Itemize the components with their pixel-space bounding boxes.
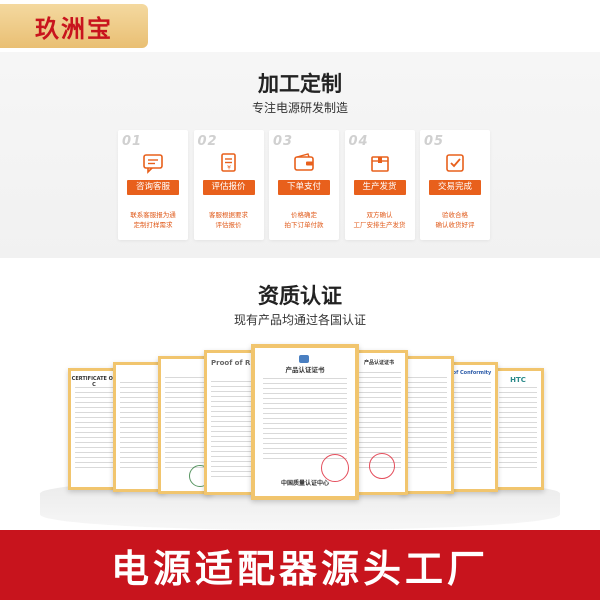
step-card-4: 04 生产发货 双方确认 工厂安排生产发货 <box>344 130 415 240</box>
certificate-image <box>113 362 165 492</box>
step-desc-line: 拍下订单付款 <box>284 221 324 229</box>
cert-section-title: 资质认证 <box>258 284 342 308</box>
step-label: 评估报价 <box>202 180 255 195</box>
step-label: 生产发货 <box>353 180 406 195</box>
cert-section-subtitle: 现有产品均通过各国认证 <box>233 313 366 327</box>
chat-icon <box>143 154 163 174</box>
certificate-image: CERTIFICATE OF C <box>68 368 120 490</box>
cert-header: 产品认证证书 <box>285 366 325 375</box>
step-number: 02 <box>197 134 218 149</box>
step-card-5: 05 交易完成 验收合格 确认收货好评 <box>420 130 490 240</box>
step-card-1: 01 咨询客服 联系客服报为通 定制打样需求 <box>118 130 188 240</box>
step-desc: 客服根据要求 评估报价 <box>194 210 264 230</box>
step-desc: 双方确认 工厂安排生产发货 <box>345 210 415 230</box>
step-label: 下单支付 <box>278 180 330 195</box>
certificate-image: of Conformity <box>446 362 498 492</box>
step-card-2: 02 ¥ 评估报价 客服根据要求 评估报价 <box>193 130 264 240</box>
certificate-image: 产品认证证书 中国质量认证中心 <box>251 344 359 500</box>
step-desc-line: 价格确定 <box>291 211 317 219</box>
cert-section: 资质认证 现有产品均通过各国认证 CERTIFICATE OF C Proof … <box>0 258 600 530</box>
step-desc: 验收合格 确认收货好评 <box>420 210 490 230</box>
step-desc-line: 联系客服报为通 <box>130 211 176 219</box>
cert-header: of Conformity <box>452 369 492 376</box>
cert-header: 产品认证证书 <box>363 359 394 366</box>
step-desc-line: 评估报价 <box>215 221 242 229</box>
step-desc-line: 客服根据要求 <box>209 211 248 219</box>
brand-name: 玖洲宝 <box>35 14 113 43</box>
cert-header: HTC <box>510 375 526 384</box>
custom-section-subtitle: 专注电源研发制造 <box>251 101 348 115</box>
check-icon <box>446 154 464 172</box>
step-number: 01 <box>122 134 143 149</box>
process-steps: 01 咨询客服 联系客服报为通 定制打样需求 02 ¥ 评估报价 <box>118 130 490 240</box>
step-label: 咨询客服 <box>127 180 179 195</box>
step-label: 交易完成 <box>429 180 481 195</box>
cert-footer: 中国质量认证中心 <box>280 480 329 488</box>
cert-gallery: CERTIFICATE OF C Proof of RI 产品认证证书 中国质量… <box>0 328 600 508</box>
step-number: 05 <box>424 134 445 149</box>
custom-section: 加工定制 专注电源研发制造 01 咨询客服 联系客服报为通 定制打样需求 02 <box>0 52 600 258</box>
step-desc-line: 确认收货好评 <box>435 221 475 229</box>
wallet-icon <box>294 153 314 171</box>
step-desc: 价格确定 拍下订单付款 <box>269 210 339 230</box>
cert-header: Proof of RI <box>211 358 253 367</box>
footer-slogan: 电源适配器源头工厂 <box>110 546 489 591</box>
step-desc: 联系客服报为通 定制打样需求 <box>118 210 188 230</box>
step-card-3: 03 下单支付 价格确定 拍下订单付款 <box>269 130 339 240</box>
custom-section-title: 加工定制 <box>258 72 342 96</box>
quote-doc-icon: ¥ <box>220 153 236 172</box>
footer-banner: 电源适配器源头工厂 <box>0 530 600 600</box>
step-number: 03 <box>273 134 294 149</box>
brand-badge: 玖洲宝 <box>0 4 148 48</box>
step-desc-line: 工厂安排生产发货 <box>353 221 406 229</box>
svg-text:¥: ¥ <box>227 165 231 172</box>
certificate-image <box>400 356 454 494</box>
certificate-image: HTC <box>492 368 544 490</box>
step-desc-line: 双方确认 <box>366 211 393 219</box>
step-desc-line: 定制打样需求 <box>133 221 173 229</box>
cert-header: CERTIFICATE OF C <box>71 375 117 388</box>
certificate-image <box>158 356 212 494</box>
top-bar: 玖洲宝 <box>0 0 600 52</box>
step-number: 04 <box>348 134 369 149</box>
package-icon <box>370 156 389 172</box>
step-desc-line: 验收合格 <box>442 211 468 219</box>
